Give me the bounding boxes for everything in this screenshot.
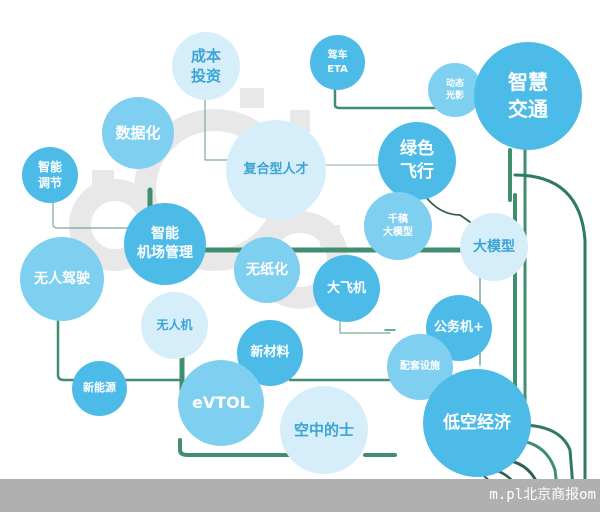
node-label: 成本 投资	[190, 46, 221, 85]
node-label: 驾车 ETA	[327, 50, 348, 75]
node-talent: 复合型人才	[226, 120, 326, 220]
node-cost: 成本 投资	[172, 32, 240, 100]
node-paperless: 无纸化	[234, 237, 300, 303]
node-label: 智能 机场管理	[137, 226, 193, 261]
node-label: 智慧 交通	[508, 70, 548, 121]
node-label: 低空经济	[443, 412, 511, 433]
node-drone: 无人机	[141, 292, 208, 359]
footer-bar	[0, 479, 600, 512]
node-label: 无人驾驶	[34, 270, 90, 287]
node-label: 空中的士	[293, 420, 354, 439]
node-label: 动态 光影	[445, 78, 464, 101]
node-eta-drive: 驾车 ETA	[310, 35, 365, 90]
node-label: 数据化	[115, 123, 161, 142]
node-new-energy: 新能源	[72, 361, 127, 416]
node-label: 绿色 飞行	[400, 139, 434, 182]
node-big-plane: 大飞机	[313, 255, 380, 322]
node-label: 新能源	[83, 381, 116, 395]
node-smart-adjust: 智能 调节	[22, 147, 78, 203]
node-label: 智能 调节	[37, 159, 62, 190]
node-label: 公务机+	[434, 320, 484, 336]
node-label: 新材料	[250, 345, 290, 361]
node-qianwen-model: 千稿 大模型	[364, 192, 432, 260]
node-dynamic-light: 动态 光影	[428, 63, 482, 117]
node-label: 无纸化	[246, 261, 288, 278]
node-green-flight: 绿色 飞行	[378, 122, 456, 200]
node-label: 无人机	[156, 318, 193, 333]
node-smart-airport: 智能 机场管理	[124, 203, 206, 285]
watermark: m.pl北京商报om	[489, 487, 596, 503]
node-smart-traffic: 智慧 交通	[474, 42, 582, 150]
node-data: 数据化	[102, 97, 174, 169]
node-autonomous-driving: 无人驾驶	[20, 237, 104, 321]
node-low-altitude-economy: 低空经济	[423, 369, 531, 477]
node-label: 复合型人才	[243, 162, 309, 178]
node-label: 大飞机	[326, 280, 366, 296]
node-air-taxi: 空中的士	[280, 386, 368, 474]
node-label: 配套设施	[400, 361, 440, 373]
node-label: eVTOL	[192, 393, 250, 413]
node-label: 大模型	[473, 238, 515, 255]
node-label: 千稿 大模型	[383, 213, 413, 239]
node-big-model: 大模型	[460, 213, 528, 281]
node-evtol: eVTOL	[178, 360, 264, 446]
